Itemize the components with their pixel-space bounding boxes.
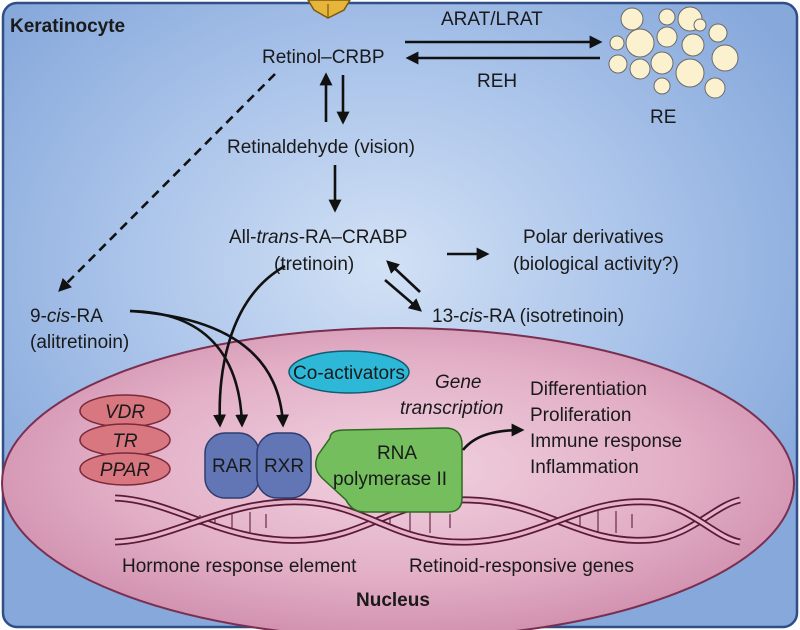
coactivators-label: Co-activators [293, 363, 405, 384]
cell-label: Keratinocyte [10, 16, 125, 37]
9cis-to-rxr-arrow [129, 309, 290, 428]
polymerase-ii-label: polymerase II [333, 469, 447, 490]
outcome-inflammation: Inflammation [530, 457, 639, 478]
retinyl-ester-droplets [608, 6, 739, 99]
ppar-receptor [79, 452, 171, 486]
polar-derivatives-label: Polar derivatives [523, 227, 663, 248]
atra-crabp-label: All-trans-RA–CRABP [229, 227, 407, 248]
transcription-label: transcription [400, 398, 504, 419]
isotretinoin-label: 13-cis-RA (isotretinoin) [432, 306, 624, 327]
9cis-ra-label: 9-cis-RA [30, 306, 103, 327]
rar-label: RAR [212, 456, 252, 477]
ppar-label: PPAR [100, 460, 151, 481]
rxr-label: RXR [264, 456, 304, 477]
retinoid-responsive-genes-label: Retinoid-responsive genes [409, 556, 634, 577]
isotretinoin-to-atra-arrow [386, 260, 421, 293]
nucleus-label: Nucleus [356, 590, 430, 611]
retinaldehyde-label: Retinaldehyde (vision) [227, 137, 415, 158]
tretinoin-to-rar-arrow [213, 264, 286, 428]
membrane-transporter-icon [307, 0, 351, 19]
retinol-crbp-label: Retinol–CRBP [262, 47, 385, 68]
tretinoin-label: (tretinoin) [274, 254, 354, 275]
rxr-receptor [256, 432, 312, 499]
outcome-proliferation: Proliferation [530, 405, 631, 426]
transcription-to-outcomes-arrow [461, 423, 525, 451]
hormone-response-element-label: Hormone response element [122, 556, 357, 577]
outcome-immune-response: Immune response [530, 431, 682, 452]
rna-polymerase-ii [315, 427, 463, 513]
rna-label: RNA [377, 443, 417, 464]
gene-label: Gene [435, 372, 481, 393]
outcome-differentiation: Differentiation [530, 379, 647, 400]
reh-label: REH [477, 71, 517, 92]
arat-lrat-label: ARAT/LRAT [441, 9, 543, 30]
coactivators [288, 350, 410, 394]
retinol-to-9cis-dashed-arrow [58, 73, 276, 292]
alitretinoin-label: (alitretinoin) [30, 332, 129, 353]
re-label: RE [650, 107, 676, 128]
tr-label: TR [112, 431, 138, 452]
vdr-label: VDR [105, 402, 145, 423]
biological-activity-label: (biological activity?) [513, 254, 679, 275]
atra-to-isotretinoin-arrow [384, 279, 422, 312]
